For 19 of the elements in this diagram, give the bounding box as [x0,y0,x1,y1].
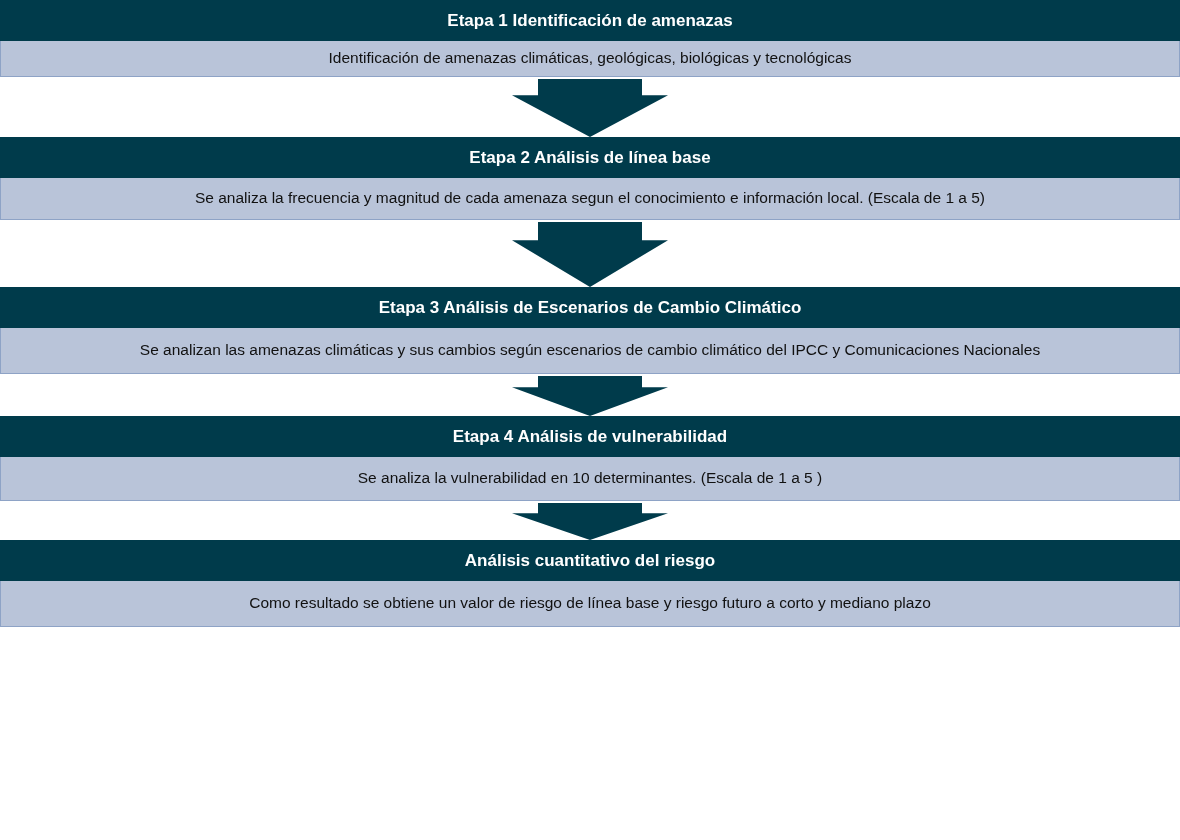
down-arrow [512,222,668,287]
stage-panel [0,287,1180,374]
stage-heading: Etapa 3 Análisis de Escenarios de Cambio Climático [0,287,1180,328]
stage-heading: Análisis cuantitativo del riesgo [0,540,1180,581]
stage-description: Se analiza la vulnerabilidad en 10 determinantes. (Escala de 1 a 5 ) [0,457,1180,501]
stage-panel [0,0,1180,77]
stage-panel [0,540,1180,627]
stage-description: Como resultado se obtiene un valor de riesgo de línea base y riesgo futuro a corto y mediano plazo [0,581,1180,627]
stage-panel [0,137,1180,220]
down-arrow [512,79,668,137]
stage-heading: Etapa 2 Análisis de línea base [0,137,1180,178]
stage-panel [0,416,1180,501]
stage-heading: Etapa 1 Identificación de amenazas [0,0,1180,41]
stage-description: Identificación de amenazas climáticas, geológicas, biológicas y tecnológicas [0,41,1180,77]
stage-description: Se analiza la frecuencia y magnitud de cada amenaza segun el conocimiento e información local. (Escala de 1 a 5) [0,178,1180,220]
stage-heading: Etapa 4 Análisis de vulnerabilidad [0,416,1180,457]
stage-description: Se analizan las amenazas climáticas y sus cambios según escenarios de cambio climático del IPCC y Comunicaciones Nacionales [0,328,1180,374]
down-arrow [512,376,668,416]
down-arrow [512,503,668,540]
